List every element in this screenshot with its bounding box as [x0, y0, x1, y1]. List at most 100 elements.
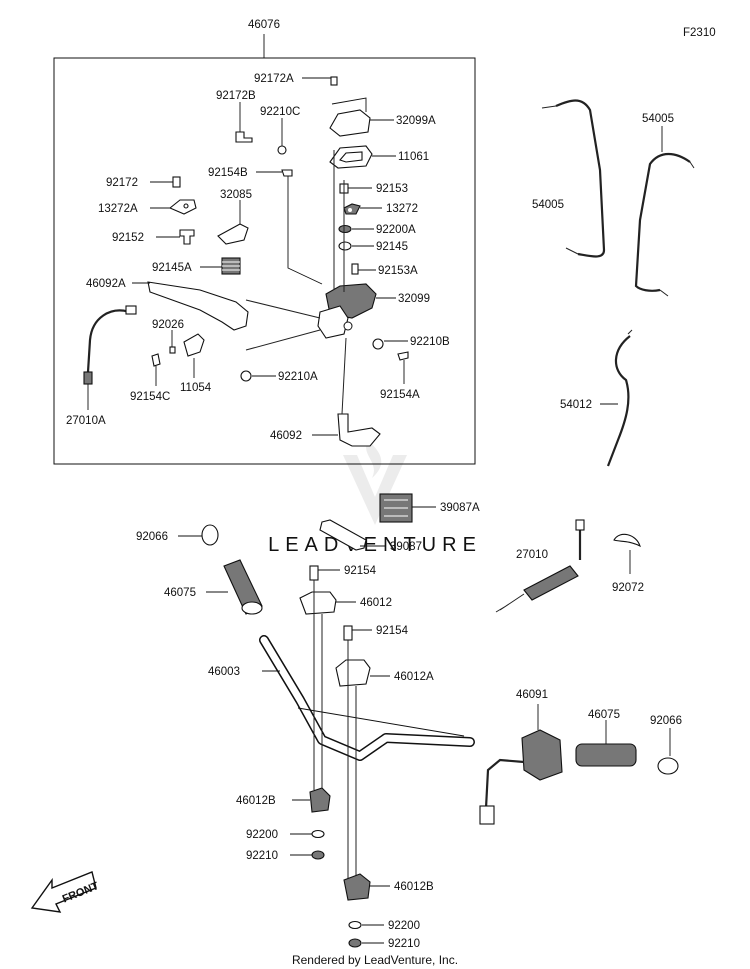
label-92145A: 92145A — [152, 262, 192, 274]
handlebar-46003: 46003 — [208, 635, 475, 761]
label-46003: 46003 — [208, 666, 240, 678]
label-92200-lower: 92200 — [388, 920, 420, 932]
label-32099A: 32099A — [396, 115, 436, 127]
label-92152: 92152 — [112, 232, 144, 244]
label-27010A: 27010A — [66, 415, 106, 427]
label-92154C: 92154C — [130, 391, 170, 403]
label-92066-right: 92066 — [650, 715, 682, 727]
clamp-46012B-bottom: 46012B — [343, 873, 434, 901]
nut-92210-upper: 92210 — [246, 850, 325, 862]
bolt-92154B: 92154B — [208, 167, 323, 285]
label-92066-left: 92066 — [136, 531, 168, 543]
label-46012B-bottom: 46012B — [394, 881, 434, 893]
grip-39087: 39087 — [319, 519, 422, 553]
pin-92026: 92026 — [152, 319, 184, 354]
label-92154A: 92154A — [380, 389, 420, 401]
nut-92210C: 92210C — [260, 106, 300, 155]
lever-46092: 46092 — [270, 337, 381, 447]
cable-54005-right: 54005 — [634, 113, 695, 297]
endcap-92066-left: 92066 — [136, 524, 219, 546]
plate-13272: 13272 — [343, 203, 418, 215]
clamp-46012: 46012 — [299, 591, 392, 615]
lever-46092A: 46092A — [86, 278, 249, 331]
weight-39087A: 39087A — [379, 493, 480, 523]
spring-92145A: 92145A — [152, 257, 241, 275]
label-11054: 11054 — [180, 382, 212, 394]
label-92172A: 92172A — [254, 73, 294, 85]
label-92154B: 92154B — [208, 167, 248, 179]
housing-32099: 32099 — [317, 283, 430, 339]
figure-code: F2310 — [683, 27, 716, 39]
cable-54005-left: 54005 — [532, 99, 606, 258]
bolt-92154-mid: 92154 — [343, 625, 409, 641]
label-92154-mid: 92154 — [376, 625, 409, 637]
clamp-11054: 11054 — [180, 333, 212, 394]
washer-92200-upper: 92200 — [246, 829, 325, 841]
label-92210-lower: 92210 — [388, 938, 420, 950]
label-92172B: 92172B — [216, 90, 256, 102]
label-27010: 27010 — [516, 549, 548, 561]
watermark-text: LEADVENTURE — [268, 534, 482, 556]
footer-credit: Rendered by LeadVenture, Inc. — [292, 953, 458, 967]
endcap-92066-right: 92066 — [650, 715, 682, 775]
washer-92200-lower: 92200 — [348, 920, 420, 932]
bolt-92154-top: 92154 — [309, 565, 377, 581]
label-46012A: 46012A — [394, 671, 434, 683]
label-46075-right: 46075 — [588, 709, 620, 721]
spring-92145: 92145 — [338, 241, 408, 253]
label-54005-left: 54005 — [532, 199, 564, 211]
label-92072: 92072 — [612, 582, 644, 594]
clamp-46012A: 46012A — [335, 659, 434, 687]
cable-54012: 54012 — [560, 329, 633, 467]
label-46076: 46076 — [248, 19, 280, 31]
label-92145: 92145 — [376, 241, 408, 253]
switch-46091: 46091 — [479, 689, 563, 825]
washer-92200A: 92200A — [338, 224, 416, 236]
bolt-92172A: 92172A — [254, 73, 338, 86]
label-46012: 46012 — [360, 597, 392, 609]
clamp-46012B-left: 46012B — [236, 787, 331, 813]
label-46092A: 46092A — [86, 278, 126, 290]
label-54012: 54012 — [560, 399, 592, 411]
label-46092: 46092 — [270, 430, 302, 442]
label-32099: 32099 — [398, 293, 430, 305]
grip-46075-left: 46075 — [164, 559, 263, 615]
label-92154-top: 92154 — [344, 565, 377, 577]
label-92210A: 92210A — [278, 371, 318, 383]
label-92200-upper: 92200 — [246, 829, 278, 841]
bracket-32085: 32085 — [217, 189, 252, 245]
label-92172: 92172 — [106, 177, 138, 189]
assembly-guides — [245, 150, 345, 351]
plate-13272A: 13272A — [98, 199, 197, 215]
bolt-92154C: 92154C — [130, 353, 170, 403]
label-92026: 92026 — [152, 319, 184, 331]
grip-46075-right: 46075 — [575, 709, 637, 767]
bolt-92154A: 92154A — [380, 351, 420, 401]
label-46075-left: 46075 — [164, 587, 196, 599]
nut-92210B: 92210B — [372, 336, 450, 350]
label-92153A: 92153A — [378, 265, 418, 277]
label-32085: 32085 — [220, 189, 252, 201]
nut-92210A: 92210A — [240, 370, 318, 383]
label-92210-upper: 92210 — [246, 850, 278, 862]
label-39087: 39087 — [390, 541, 422, 553]
mount-guides — [313, 580, 357, 880]
label-46091: 46091 — [516, 689, 548, 701]
screw-92153: 92153 — [339, 183, 408, 195]
label-92210B: 92210B — [410, 336, 450, 348]
front-arrow: FRONT — [30, 871, 101, 913]
collar-92152: 92152 — [112, 229, 195, 245]
label-46012B-left: 46012B — [236, 795, 276, 807]
screw-92153A: 92153A — [351, 263, 418, 277]
switch-27010A: 27010A — [66, 305, 137, 427]
nut-92210-lower: 92210 — [348, 938, 420, 950]
label-13272: 13272 — [386, 203, 418, 215]
group-46076: 46076 — [53, 19, 476, 465]
label-92210C: 92210C — [260, 106, 300, 118]
cover-32099A: 32099A — [329, 97, 436, 137]
screw-92172: 92172 — [106, 176, 181, 189]
clip-92072: 92072 — [612, 533, 644, 594]
label-92153: 92153 — [376, 183, 408, 195]
watermark: LEADVENTURE — [268, 440, 482, 556]
